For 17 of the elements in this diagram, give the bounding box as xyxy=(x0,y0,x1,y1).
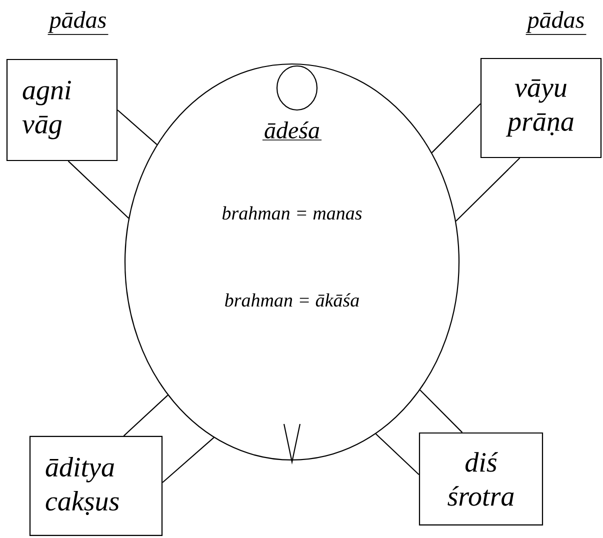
text-box: vāyu prāṇa xyxy=(480,58,602,158)
connector-line xyxy=(420,390,463,433)
text-box: diś śrotra xyxy=(418,432,544,526)
heading: ādeśa xyxy=(262,122,322,140)
label: pādas xyxy=(47,11,109,35)
connector-line xyxy=(117,110,158,145)
text-box: agni vāg xyxy=(6,58,118,162)
connector-line xyxy=(431,103,481,154)
equation: brahman = manas xyxy=(222,206,362,220)
connector-line xyxy=(375,434,420,476)
label: pādas xyxy=(525,11,587,35)
text-box: āditya cakṣus xyxy=(29,436,163,536)
connector-line xyxy=(123,394,168,436)
equation: brahman = ākāśa xyxy=(225,293,359,307)
connector-line xyxy=(162,437,214,483)
connector-line xyxy=(68,160,129,219)
connector-line xyxy=(456,158,520,222)
